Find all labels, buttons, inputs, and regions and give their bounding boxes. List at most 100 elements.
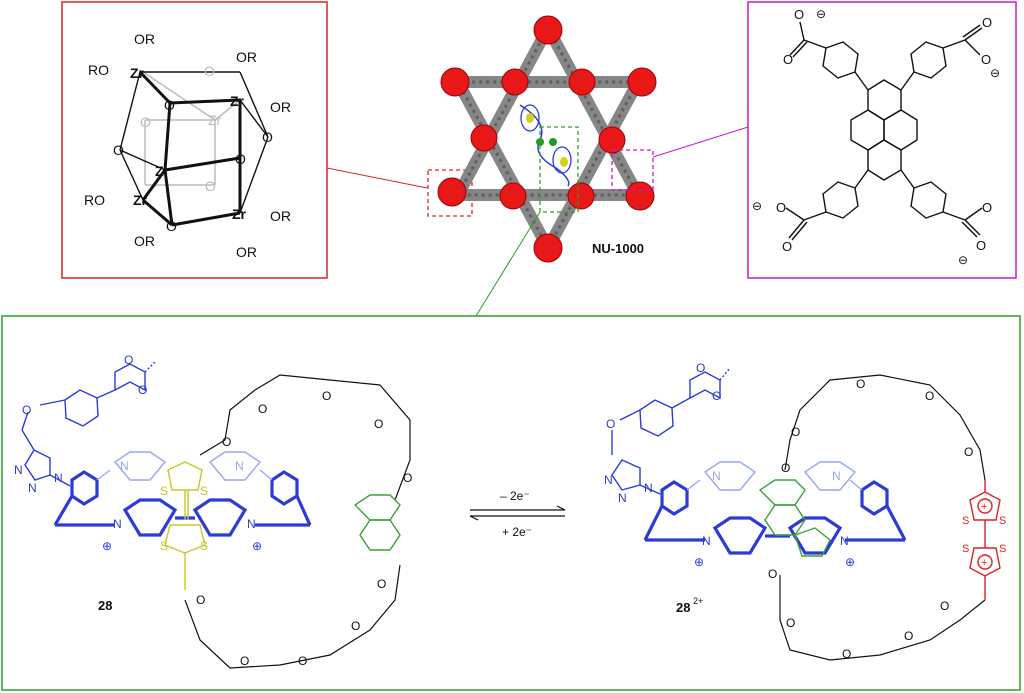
node-connector <box>326 167 428 189</box>
oxo-label: O <box>166 218 177 234</box>
zr-label: Zr <box>155 163 170 179</box>
ttf-s: S <box>962 515 969 527</box>
zr-or-label: OR <box>270 99 291 115</box>
pyridinium-n-back: N <box>712 469 721 483</box>
positive-charge: ⊕ <box>102 539 112 553</box>
carboxylate-o: O <box>982 15 992 30</box>
crown-o: O <box>196 593 205 607</box>
positive-charge: ⊕ <box>845 555 855 569</box>
crown-o: O <box>403 471 412 485</box>
reverse-reaction-label: + 2e⁻ <box>502 525 532 539</box>
triazole-n: N <box>28 481 37 495</box>
crown-o: O <box>374 417 383 431</box>
crown-o: O <box>925 389 934 403</box>
carboxylate-o: O <box>981 52 991 67</box>
pyridinium-n-back: N <box>832 469 841 483</box>
crown-o: O <box>964 445 973 459</box>
zr-or-label: OR <box>134 31 155 47</box>
forward-reaction-label: – 2e⁻ <box>500 489 530 503</box>
compound-28-label: 28 <box>98 598 112 613</box>
pore-machine-sketch <box>519 104 572 187</box>
triazole-n: N <box>618 491 627 505</box>
zr-node-cluster <box>533 15 563 45</box>
crown-o: O <box>377 577 386 591</box>
oxo-label-back: O <box>204 63 215 79</box>
negative-charge: ⊖ <box>990 66 1000 80</box>
zr-node-panel: OR RO Zr OR Zr OR O O O O Zr RO Zr O Zr … <box>61 1 328 279</box>
ttf-s: S <box>999 543 1006 555</box>
pyridinium-n: N <box>702 534 711 548</box>
oxo-label: O <box>262 129 273 145</box>
zr-node-cluster <box>501 68 529 96</box>
oxo-label: O <box>235 151 246 167</box>
carboxylate-o: O <box>783 52 793 67</box>
radical-plus: + <box>981 557 987 569</box>
zr-ro-label: RO <box>84 192 105 208</box>
negative-charge: ⊖ <box>958 253 968 267</box>
ttf-s: S <box>999 515 1006 527</box>
oxo-label: O <box>113 142 124 158</box>
crown-o: O <box>940 599 949 613</box>
compound-28-oxidized-label: 28 <box>676 600 690 615</box>
positive-charge: ⊕ <box>252 539 262 553</box>
oxo-label: O <box>164 97 175 113</box>
pyridinium-n: N <box>113 517 122 531</box>
crown-o: O <box>904 629 913 643</box>
ttf-s: S <box>160 484 168 498</box>
zr-label: Zr <box>130 65 145 81</box>
linker-connector <box>652 126 749 158</box>
negative-charge: ⊖ <box>816 7 826 21</box>
triazole-n: N <box>54 471 63 485</box>
ttf-s: S <box>200 484 208 498</box>
crown-o: O <box>781 461 790 475</box>
zr-label-back: Zr <box>208 112 222 128</box>
ttf-s: S <box>200 539 208 553</box>
pyridinium-n-back: N <box>235 459 244 473</box>
crown-o: O <box>786 616 795 630</box>
zr-or-label: OR <box>134 233 155 249</box>
oxo-label-back: O <box>140 114 151 130</box>
crown-o: O <box>258 402 267 416</box>
ttf-s: S <box>962 543 969 555</box>
crown-o: O <box>222 435 231 449</box>
zr-node-cluster <box>499 182 527 210</box>
machine-frame <box>1 315 1021 691</box>
acetal-o: O <box>712 389 721 403</box>
crown-o: O <box>791 425 800 439</box>
equilibrium-arrows: – 2e⁻ + 2e⁻ <box>469 489 566 539</box>
carboxylate-o: O <box>794 7 804 22</box>
ether-o: O <box>606 417 615 431</box>
positive-charge: ⊕ <box>694 555 704 569</box>
zr-node-cluster <box>440 67 470 97</box>
zr-node-cluster <box>470 124 498 152</box>
zr-label: Zr <box>232 206 247 222</box>
acetal-o: O <box>696 361 705 375</box>
triazole-n: N <box>604 473 613 487</box>
linker-highlight-box <box>611 149 654 191</box>
zr-node-cluster <box>437 177 467 207</box>
zr-node-cluster <box>627 67 657 97</box>
zr-node-cluster <box>625 181 655 211</box>
crown-o: O <box>351 619 360 633</box>
carboxylate-o: O <box>776 200 786 215</box>
machine-highlight-box <box>539 126 579 213</box>
zr-or-label: OR <box>236 244 257 260</box>
crown-o: O <box>842 647 851 661</box>
zr-ro-label: RO <box>88 62 109 78</box>
mof-name-label: NU-1000 <box>592 241 644 256</box>
zr-label: Zr <box>230 93 245 109</box>
oxo-label-back: O <box>205 178 216 194</box>
linker-panel: O O O O O O O O ⊖ ⊖ ⊖ ⊖ <box>747 1 1017 279</box>
triazole-n: N <box>644 481 653 495</box>
zr-label: Zr <box>133 192 148 208</box>
radical-plus: + <box>981 501 987 513</box>
zr-node-cluster <box>568 68 596 96</box>
zr-node-frame <box>61 1 328 279</box>
pyridinium-n: N <box>840 534 849 548</box>
zr-node-cluster <box>598 126 626 154</box>
acetal-o: O <box>138 383 147 397</box>
compound-28: O O O N N N <box>14 353 412 669</box>
crown-o: O <box>298 654 307 668</box>
carboxylate-o: O <box>782 239 792 254</box>
compound-charge-superscript: 2+ <box>693 596 703 606</box>
